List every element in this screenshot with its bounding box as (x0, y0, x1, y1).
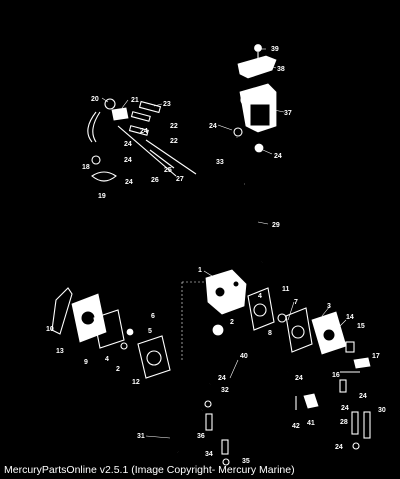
callout-22: 22 (170, 123, 178, 130)
callout-17: 17 (372, 353, 380, 360)
callout-13: 13 (56, 348, 64, 355)
callout-7: 7 (294, 299, 298, 306)
callout-16: 16 (332, 372, 340, 379)
callout-26: 26 (151, 177, 159, 184)
callout-14: 14 (346, 314, 354, 321)
callout-24: 24 (274, 153, 282, 160)
callout-24: 24 (209, 123, 217, 130)
callout-24: 24 (341, 405, 349, 412)
callout-33: 33 (216, 159, 224, 166)
leader-lines (101, 48, 347, 439)
callout-3: 3 (327, 303, 331, 310)
callout-22: 22 (170, 138, 178, 145)
callout-27: 27 (176, 176, 184, 183)
callout-29: 29 (272, 222, 280, 229)
callout-42: 42 (292, 423, 300, 430)
callout-6: 6 (151, 313, 155, 320)
callout-38: 38 (277, 66, 285, 73)
callout-40: 40 (240, 353, 248, 360)
callout-2: 2 (116, 366, 120, 373)
callout-18: 18 (82, 164, 90, 171)
callout-19: 19 (98, 193, 106, 200)
primer-assembly-part (87, 98, 197, 182)
callout-labels: 39 38 37 24 24 20 21 23 24 22 22 24 33 2… (46, 46, 386, 465)
callout-4: 4 (258, 293, 262, 300)
callout-10: 10 (46, 326, 54, 333)
hose-part (236, 137, 263, 264)
fuel-filter-part (233, 83, 277, 153)
callout-36: 36 (197, 433, 205, 440)
callout-24: 24 (218, 375, 226, 382)
callout-28: 28 (340, 419, 348, 426)
callout-34: 34 (205, 451, 213, 458)
fuel-line-part (171, 371, 371, 466)
callout-24: 24 (359, 393, 367, 400)
callout-24: 24 (124, 157, 132, 164)
callout-24: 24 (295, 375, 303, 382)
callout-24: 24 (140, 128, 148, 135)
cover-plate-part (51, 287, 171, 379)
callout-25: 25 (164, 167, 172, 174)
gasket-part (247, 287, 347, 355)
callout-23: 23 (163, 101, 171, 108)
image-caption: MercuryPartsOnline v2.5.1 (Image Copyrig… (4, 464, 295, 476)
bracket-part (237, 44, 277, 79)
callout-24: 24 (125, 179, 133, 186)
callout-9: 9 (84, 359, 88, 366)
callout-1: 1 (198, 267, 202, 274)
callout-35: 35 (242, 458, 250, 465)
callout-5: 5 (148, 328, 152, 335)
callout-39: 39 (271, 46, 279, 53)
callout-24: 24 (335, 444, 343, 451)
callout-4: 4 (105, 356, 109, 363)
callout-31: 31 (137, 433, 145, 440)
callout-32: 32 (221, 387, 229, 394)
callout-24: 24 (124, 141, 132, 148)
callout-41: 41 (307, 420, 315, 427)
callout-20: 20 (91, 96, 99, 103)
callout-30: 30 (378, 407, 386, 414)
callout-37: 37 (284, 110, 292, 117)
callout-2: 2 (230, 319, 234, 326)
fuel-pump-part (181, 269, 247, 360)
fitting-part (340, 341, 371, 373)
callout-11: 11 (282, 286, 290, 293)
callout-8: 8 (268, 330, 272, 337)
callout-21: 21 (131, 97, 139, 104)
callout-12: 12 (132, 379, 140, 386)
callout-15: 15 (357, 323, 365, 330)
